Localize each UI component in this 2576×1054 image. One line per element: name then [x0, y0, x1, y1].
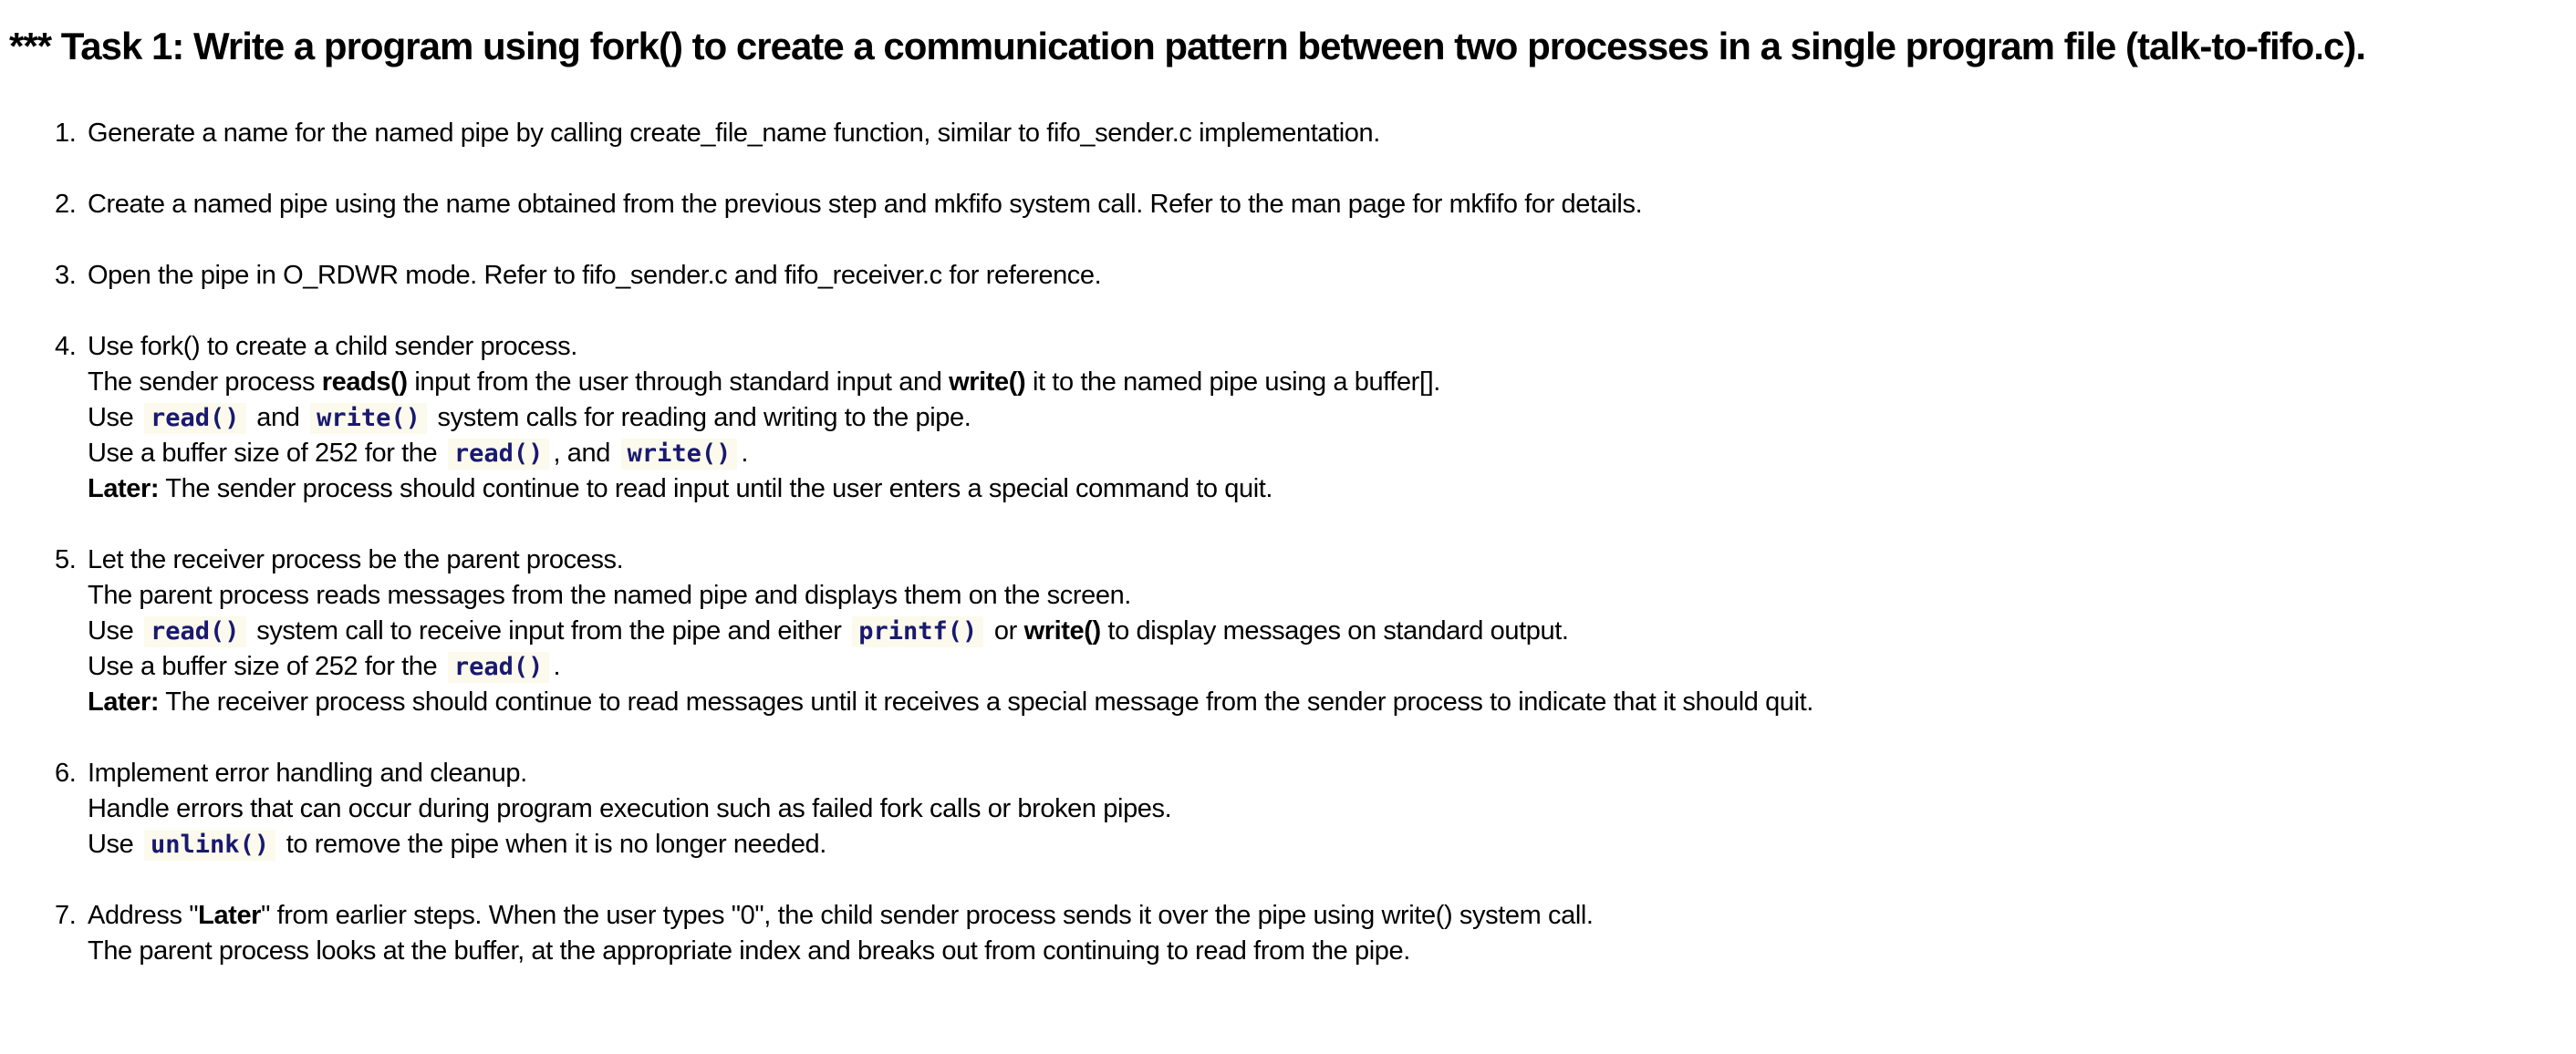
text-segment: Let the receiver process be the parent p… — [88, 544, 624, 574]
text-segment: to display messages on standard output. — [1100, 615, 1569, 646]
task-step-7: 7. Address "Later" from earlier steps. Wh… — [55, 898, 2550, 969]
step-line: Later: The receiver process should conti… — [88, 685, 2550, 720]
step-line: Use a buffer size of 252 for the read(). — [88, 649, 2550, 685]
step-line: Use unlink() to remove the pipe when it … — [88, 827, 2550, 863]
inline-code: read() — [447, 438, 550, 470]
text-segment: Create a named pipe using the name obtai… — [88, 189, 1643, 219]
text-segment: The sender process — [88, 367, 322, 397]
step-line: Implement error handling and cleanup. — [88, 756, 2550, 791]
text-segment: write() — [949, 367, 1026, 397]
step-line: Later: The sender process should continu… — [88, 471, 2550, 507]
text-segment: it to the named pipe using a buffer[]. — [1025, 367, 1440, 397]
step-content: Open the pipe in O_RDWR mode. Refer to f… — [88, 258, 2550, 294]
step-line: Address "Later" from earlier steps. When… — [88, 898, 2550, 934]
step-line: Handle errors that can occur during prog… — [88, 791, 2550, 827]
step-number: 1. — [55, 118, 77, 148]
task-step-5: 5. Let the receiver process be the parent… — [55, 542, 2550, 720]
inline-code: printf() — [852, 615, 984, 647]
text-segment: Implement error handling and cleanup. — [88, 758, 527, 788]
step-line: Let the receiver process be the parent p… — [88, 542, 2550, 578]
text-segment: Use a buffer size of 252 for the — [88, 438, 444, 468]
inline-code: read() — [144, 402, 246, 434]
step-number: 7. — [55, 900, 77, 930]
text-segment: Use — [88, 615, 141, 646]
text-segment: and — [249, 402, 307, 432]
text-segment: . — [553, 651, 561, 681]
step-line: Use fork() to create a child sender proc… — [88, 329, 2550, 365]
text-segment: input from the user through standard inp… — [407, 367, 950, 397]
step-number: 4. — [55, 331, 77, 361]
step-line: The parent process looks at the buffer, … — [88, 934, 2550, 969]
step-content: Address "Later" from earlier steps. When… — [88, 898, 2550, 969]
text-segment: Use a buffer size of 252 for the — [88, 651, 444, 681]
step-line: Use read() and write() system calls for … — [88, 400, 2550, 436]
step-number: 2. — [55, 189, 77, 219]
text-segment: to remove the pipe when it is no longer … — [279, 829, 827, 859]
text-segment: The parent process looks at the buffer, … — [88, 935, 1410, 966]
text-segment: Address " — [88, 900, 199, 930]
inline-code: write() — [620, 438, 738, 470]
text-segment: system call to receive input from the pi… — [249, 615, 849, 646]
task-steps-list: 1. Generate a name for the named pipe by … — [9, 116, 2550, 969]
text-segment: Use — [88, 402, 141, 432]
text-segment: , and — [553, 438, 618, 468]
text-segment: The parent process reads messages from t… — [88, 580, 1131, 610]
step-content: Implement error handling and cleanup. Han… — [88, 756, 2550, 863]
text-segment: Later — [198, 900, 262, 930]
step-number: 5. — [55, 544, 77, 574]
step-line: The sender process reads() input from th… — [88, 365, 2550, 400]
task-step-1: 1. Generate a name for the named pipe by … — [55, 116, 2550, 151]
text-segment: The receiver process should continue to … — [159, 687, 1813, 717]
step-line: Generate a name for the named pipe by ca… — [88, 116, 2550, 151]
step-line: The parent process reads messages from t… — [88, 578, 2550, 614]
inline-code: unlink() — [144, 829, 276, 861]
text-segment: Later: — [88, 473, 160, 503]
step-line: Use read() system call to receive input … — [88, 614, 2550, 649]
task-step-6: 6. Implement error handling and cleanup. H… — [55, 756, 2550, 863]
step-content: Use fork() to create a child sender proc… — [88, 329, 2550, 507]
text-segment: Generate a name for the named pipe by ca… — [88, 118, 1380, 148]
text-segment: Handle errors that can occur during prog… — [88, 793, 1172, 823]
step-line: Use a buffer size of 252 for the read(),… — [88, 436, 2550, 471]
task-step-3: 3. Open the pipe in O_RDWR mode. Refer to… — [55, 258, 2550, 294]
inline-code: read() — [144, 615, 246, 647]
text-segment: . — [741, 438, 749, 468]
step-line: Open the pipe in O_RDWR mode. Refer to f… — [88, 258, 2550, 294]
step-content: Let the receiver process be the parent p… — [88, 542, 2550, 720]
text-segment: Open the pipe in O_RDWR mode. Refer to f… — [88, 260, 1102, 290]
text-segment: write() — [1023, 615, 1102, 646]
text-segment: or — [987, 615, 1024, 646]
task-title: *** Task 1: Write a program using fork()… — [9, 25, 2366, 67]
step-content: Generate a name for the named pipe by ca… — [88, 116, 2550, 151]
step-number: 3. — [55, 260, 77, 290]
text-segment: system calls for reading and writing to … — [430, 402, 971, 432]
text-segment: Use fork() to create a child sender proc… — [88, 331, 577, 361]
text-segment: The sender process should continue to re… — [159, 473, 1273, 503]
step-content: Create a named pipe using the name obtai… — [88, 187, 2550, 222]
step-line: Create a named pipe using the name obtai… — [88, 187, 2550, 222]
text-segment: " from earlier steps. When the user type… — [261, 900, 1594, 930]
task-step-4: 4. Use fork() to create a child sender pr… — [55, 329, 2550, 507]
text-segment: reads() — [321, 367, 408, 397]
task-step-2: 2. Create a named pipe using the name obt… — [55, 187, 2550, 222]
step-number: 6. — [55, 758, 77, 788]
text-segment: Use — [88, 829, 141, 859]
inline-code: write() — [310, 402, 427, 434]
document-page: *** Task 1: Write a program using fork()… — [9, 25, 2550, 969]
text-segment: Later: — [88, 687, 160, 717]
inline-code: read() — [447, 651, 550, 683]
